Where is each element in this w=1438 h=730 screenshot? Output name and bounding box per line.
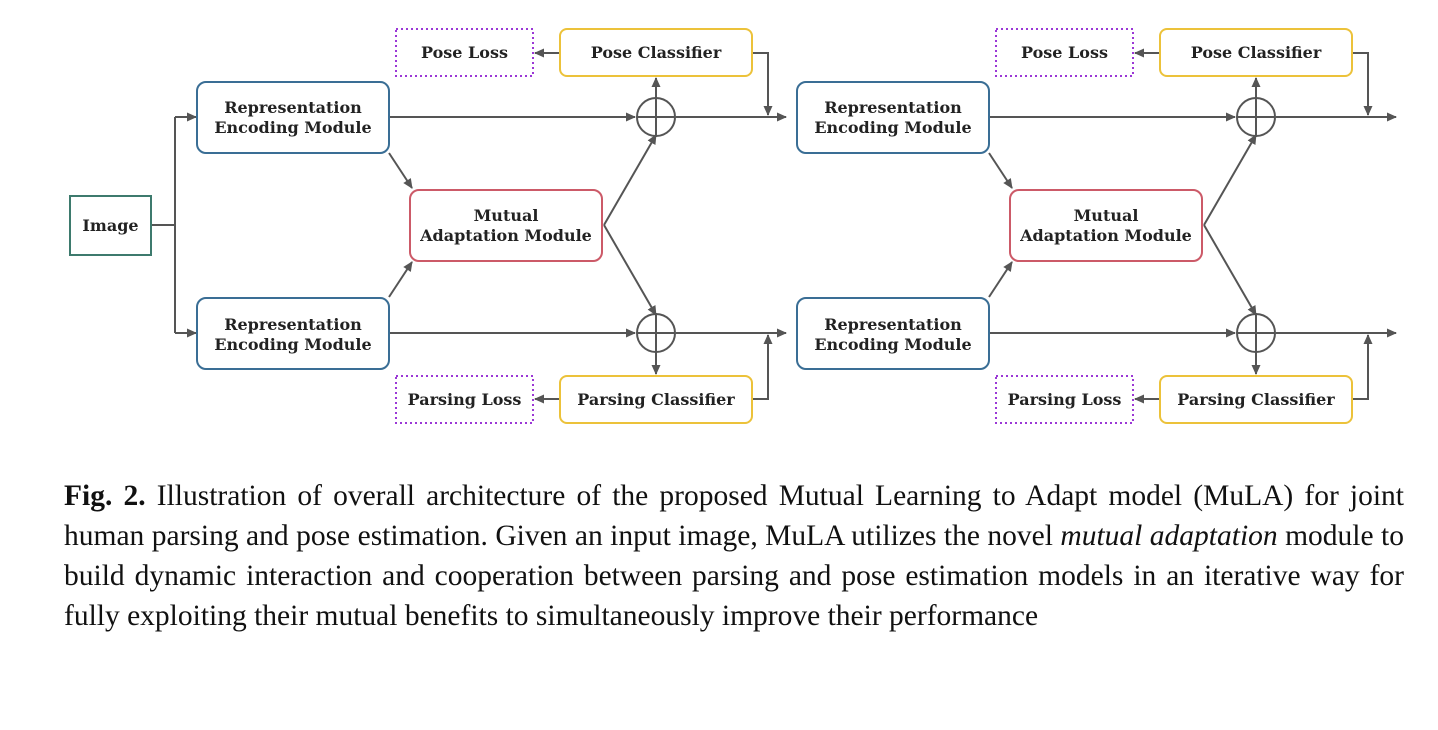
parsing-loss-2: Parsing Loss (995, 375, 1134, 424)
sum-nodes (636, 97, 1276, 353)
sum-node-pose-1 (636, 97, 676, 137)
mam-label-line2: Adaptation Module (1019, 226, 1192, 245)
pose-classifier-label: Pose Classifier (1191, 43, 1322, 62)
rem-label-line1: Representation (824, 315, 962, 334)
parsing-classifier-1: Parsing Classifier (559, 375, 753, 424)
mam-label-line1: Mutual (474, 206, 539, 225)
pose-loss-1: Pose Loss (395, 28, 534, 77)
parsing-loss-label: Parsing Loss (1008, 390, 1122, 409)
caption-text-italic: mutual adaptation (1060, 520, 1278, 552)
pose-classifier-label: Pose Classifier (591, 43, 722, 62)
mam-label-line1: Mutual (1074, 206, 1139, 225)
sum-node-pose-2 (1236, 97, 1276, 137)
parsing-classifier-label: Parsing Classifier (1177, 390, 1335, 409)
figure-caption: Fig. 2. Illustration of overall architec… (64, 476, 1404, 636)
figure-label: Fig. 2. (64, 480, 146, 512)
mam-2: Mutual Adaptation Module (1009, 189, 1203, 262)
pose-classifier-2: Pose Classifier (1159, 28, 1353, 77)
pose-loss-label: Pose Loss (421, 43, 508, 62)
rem-label-line1: Representation (824, 98, 962, 117)
caption-text-after: module to build dynamic interaction and … (64, 520, 1404, 632)
mam-label-line2: Adaptation Module (419, 226, 592, 245)
rem-label-line2: Encoding Module (814, 118, 971, 137)
rem-pose-1: Representation Encoding Module (196, 81, 390, 154)
image-label: Image (82, 216, 138, 235)
pose-loss-2: Pose Loss (995, 28, 1134, 77)
rem-parsing-2: Representation Encoding Module (796, 297, 990, 370)
pose-classifier-1: Pose Classifier (559, 28, 753, 77)
pose-loss-label: Pose Loss (1021, 43, 1108, 62)
architecture-diagram: Image Representation Encoding Module Rep… (69, 28, 1397, 424)
image-node: Image (69, 195, 152, 256)
mam-1: Mutual Adaptation Module (409, 189, 603, 262)
rem-label-line2: Encoding Module (214, 335, 371, 354)
parsing-loss-label: Parsing Loss (408, 390, 522, 409)
rem-parsing-1: Representation Encoding Module (196, 297, 390, 370)
sum-node-parsing-2 (1236, 313, 1276, 353)
rem-label-line1: Representation (224, 98, 362, 117)
rem-label-line1: Representation (224, 315, 362, 334)
rem-label-line2: Encoding Module (214, 118, 371, 137)
parsing-loss-1: Parsing Loss (395, 375, 534, 424)
caption-text-before: Illustration of overall architecture of … (64, 480, 1405, 552)
rem-label-line2: Encoding Module (814, 335, 971, 354)
parsing-classifier-label: Parsing Classifier (577, 390, 735, 409)
parsing-classifier-2: Parsing Classifier (1159, 375, 1353, 424)
sum-node-parsing-1 (636, 313, 676, 353)
rem-pose-2: Representation Encoding Module (796, 81, 990, 154)
